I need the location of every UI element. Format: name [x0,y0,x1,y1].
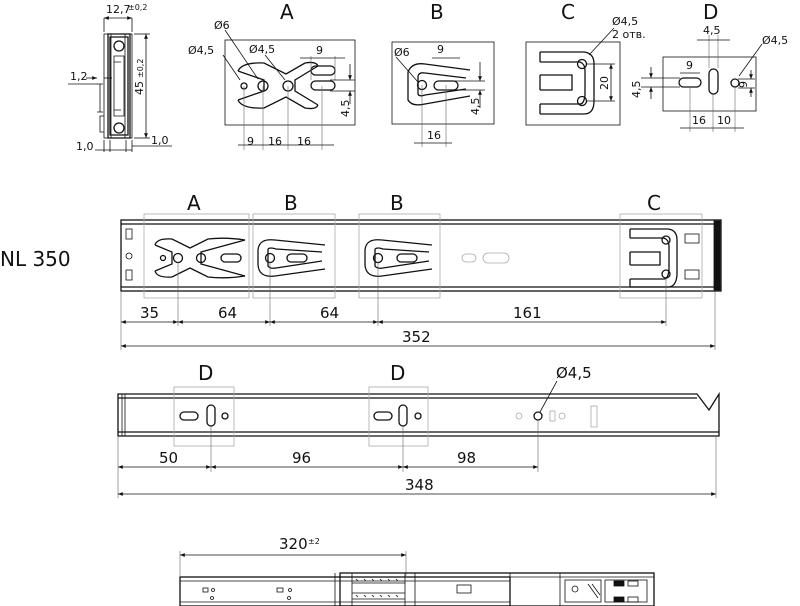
extended-slide: 320 ±2 [179,535,655,606]
detail-d: D 4,5 Ø4,5 9 4,5 9 16 10 [630,0,788,132]
cabinet-callout-b2: B [390,191,404,215]
detail-b: B Ø6 9 4,5 16 [391,0,495,147]
cabinet-callout-b1: B [284,191,298,215]
detail-a-hole-large-label: Ø6 [214,19,230,32]
detail-c: C Ø4,5 2 отв. 20 [525,0,646,126]
detail-a-slot-width-label: 9 [316,44,323,57]
cabinet-dim-35: 35 [140,304,159,322]
detail-b-slot-width-label: 9 [437,43,444,56]
drawer-dim-96: 96 [292,449,311,467]
detail-d-slot-width-label: 9 [686,59,693,72]
drawer-dim-50: 50 [159,449,178,467]
drawer-hole-label: Ø4,5 [556,364,592,382]
drawer-callout-d2: D [390,361,405,385]
detail-d-spacing-label-1: 16 [692,114,706,127]
detail-d-height-left-label: 4,5 [630,81,643,99]
detail-a-hole-mid-label: Ø4,5 [249,43,275,56]
cabinet-dim-overall: 352 [402,328,431,346]
detail-d-letter: D [703,0,718,24]
profile-width-label: 12,7 [106,3,131,16]
drawer-dim-98: 98 [457,449,476,467]
drawer-callout-d1: D [198,361,213,385]
cabinet-dim-161: 161 [513,304,542,322]
model-label: NL 350 [0,247,71,271]
profile-thickness-label: 1,2 [70,70,88,83]
detail-c-height-label: 20 [598,76,611,90]
detail-b-slot-height-label: 4,5 [469,98,482,116]
detail-b-hole-label: Ø6 [394,46,410,59]
profile-height-tolerance: ±0,2 [136,59,145,78]
cabinet-dim-64-a: 64 [218,304,237,322]
profile-height-label: 45 [133,81,146,95]
detail-d-spacing-label-2: 10 [717,114,731,127]
extension-label: 320 [279,535,308,553]
detail-c-hole-count-label: 2 отв. [612,28,646,41]
cabinet-dim-64-b: 64 [320,304,339,322]
profile-width-tolerance: ±0,2 [128,3,147,12]
detail-a-letter: A [280,0,294,24]
detail-d-height-right-label: 9 [737,81,750,88]
cabinet-callout-a: A [187,191,201,215]
rail-profile-section: 12,7 ±0,2 45 ±0,2 1,2 1,0 1,0 [68,3,172,153]
detail-a: A Ø4,5 Ø6 Ø4,5 9 4,5 9 16 16 [188,0,356,150]
drawer-rail: Ø4,5 D D 50 96 98 348 [117,361,720,498]
detail-a-hole-small-label: Ø4,5 [188,44,214,57]
detail-d-slot-top-label: 4,5 [703,24,721,37]
drawer-dim-overall: 348 [405,476,434,494]
detail-a-spacing-label-2: 16 [268,135,282,148]
detail-a-spacing-label-3: 16 [297,135,311,148]
detail-b-letter: B [430,0,444,24]
extension-tolerance: ±2 [308,537,320,546]
detail-b-spacing-label: 16 [427,129,441,142]
profile-base-left-label: 1,0 [76,140,94,153]
detail-c-letter: C [561,0,575,24]
detail-d-hole-label: Ø4,5 [762,34,788,47]
detail-a-slot-height-label: 4,5 [339,100,352,118]
cabinet-callout-c: C [647,191,661,215]
detail-c-hole-label: Ø4,5 [612,15,638,28]
cabinet-rail: A B B C 35 64 64 161 352 [120,191,722,350]
profile-base-right-label: 1,0 [151,134,169,147]
detail-a-spacing-label-1: 9 [247,135,254,148]
